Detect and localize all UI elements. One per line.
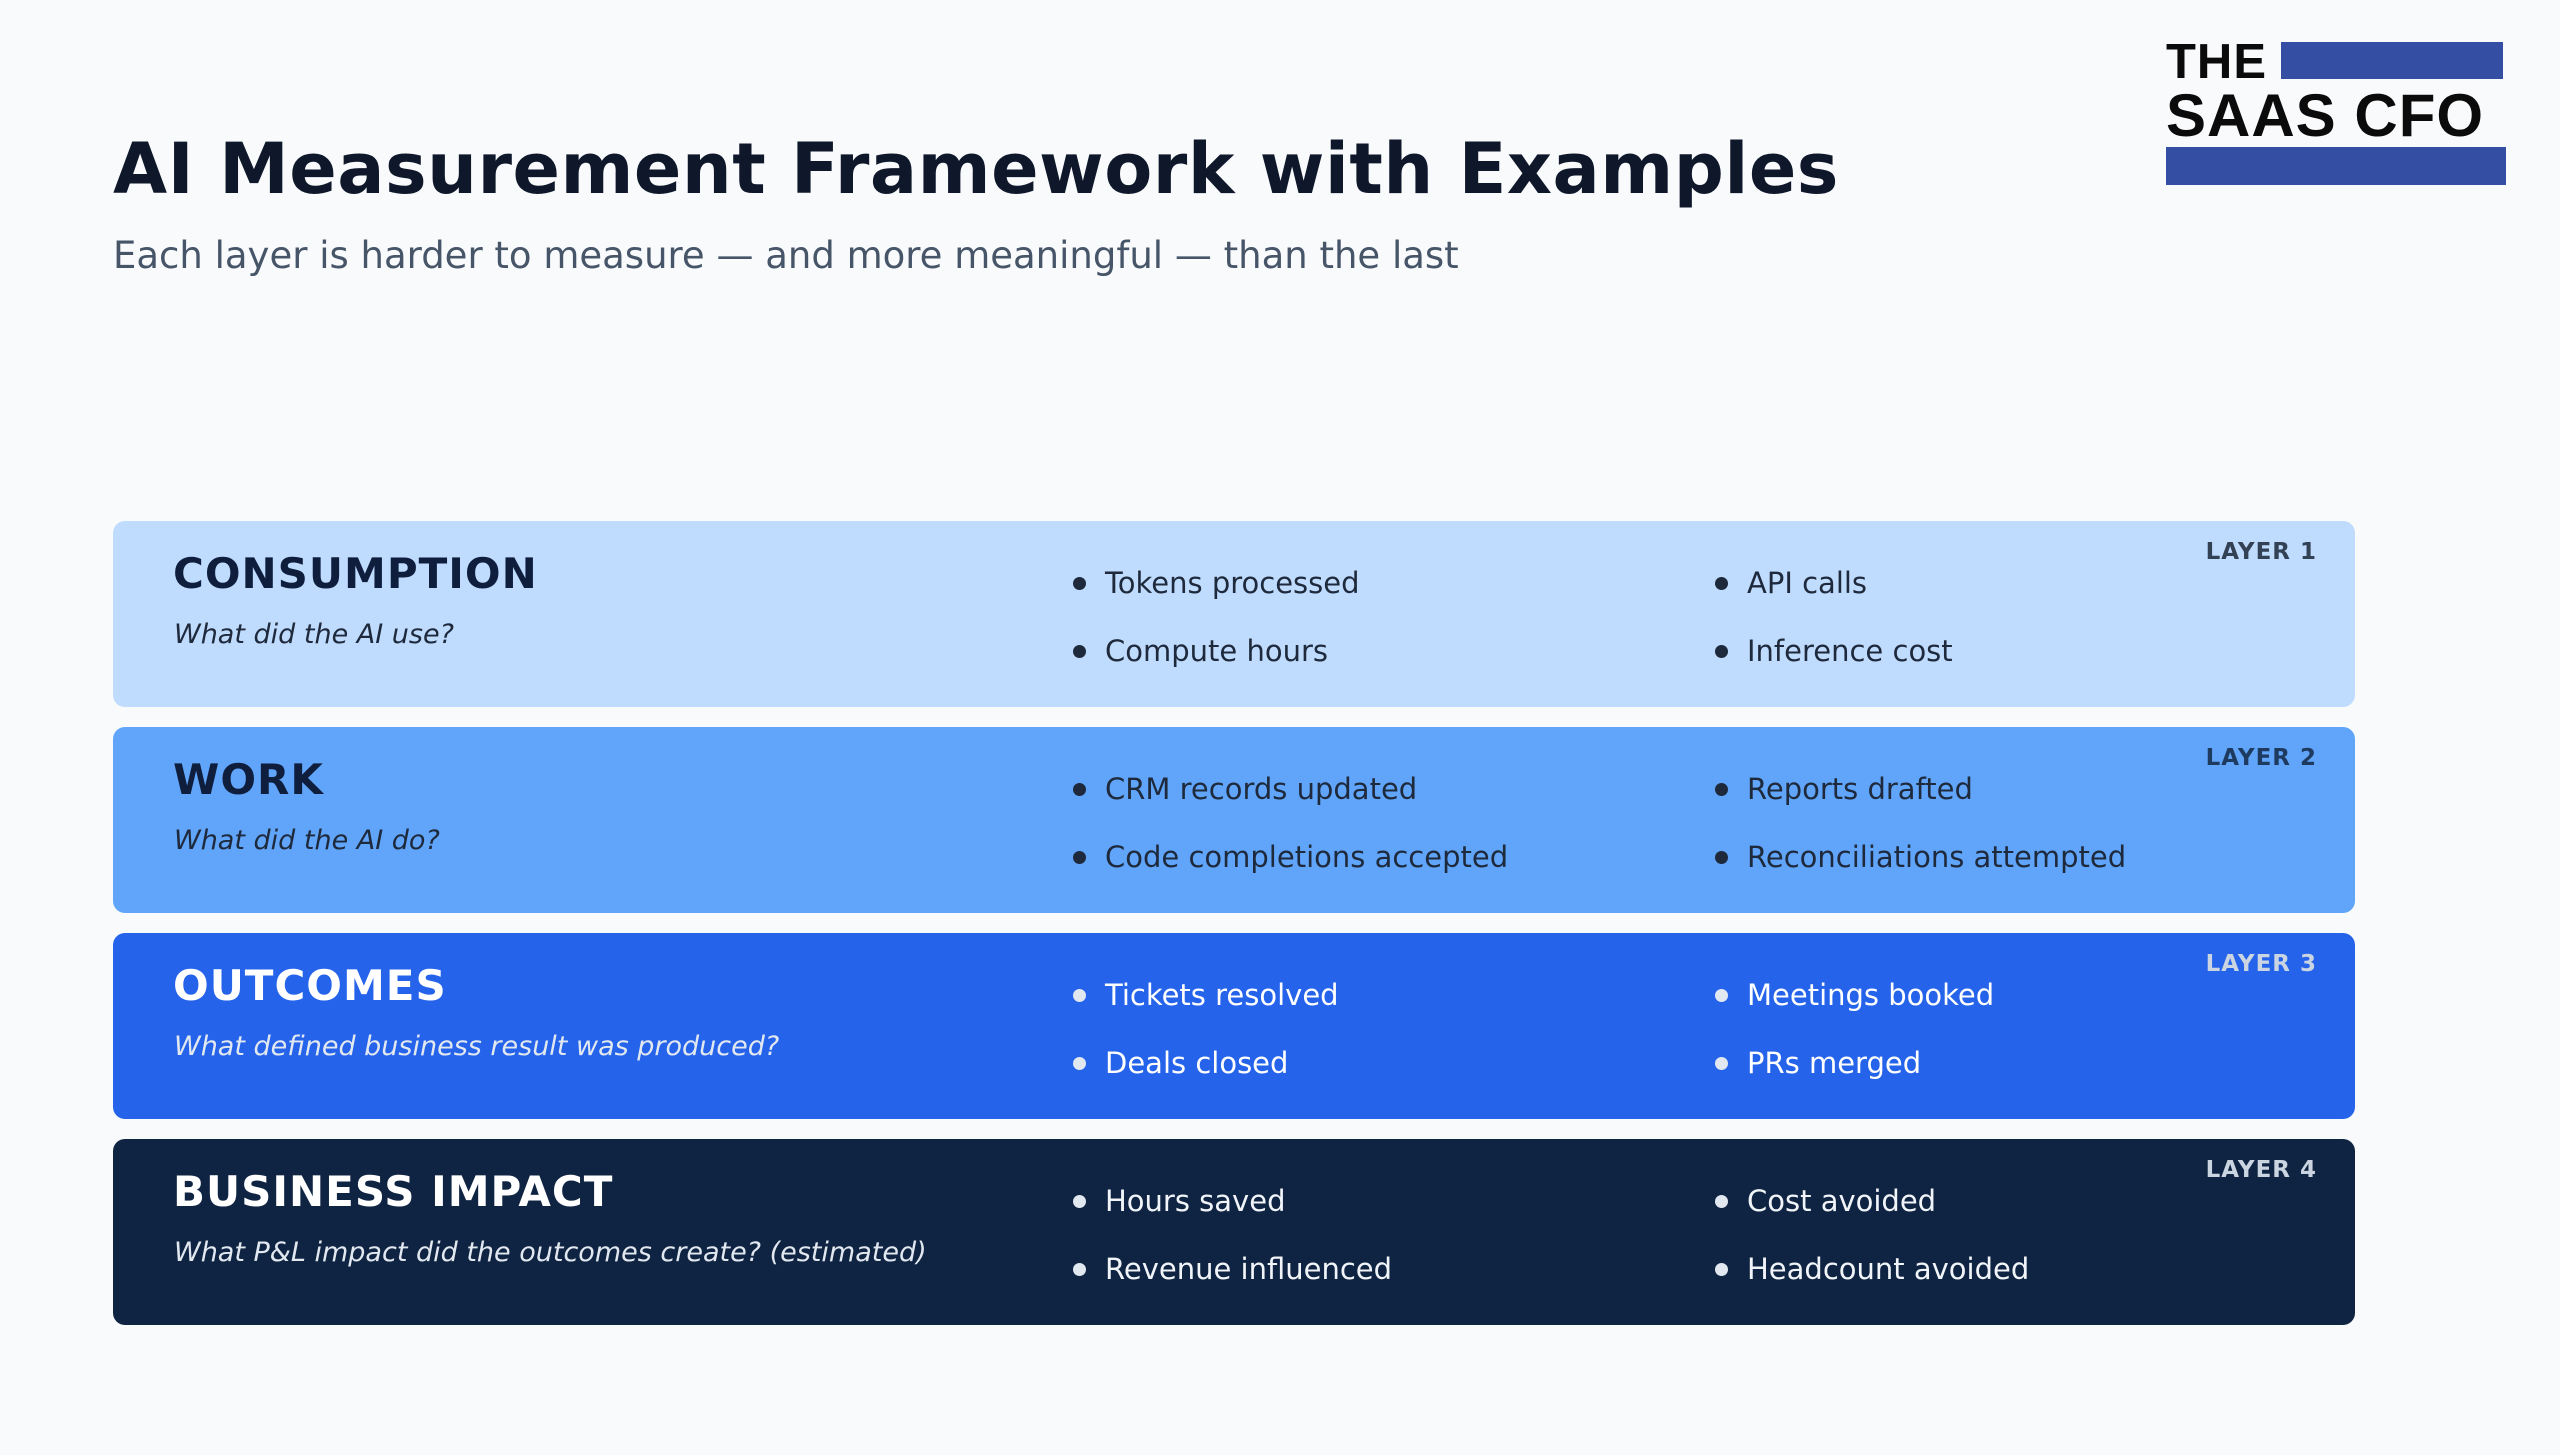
bullet-icon [1715,851,1728,864]
logo-bar-bottom [2166,147,2506,185]
layer-question: What did the AI do? [174,825,440,856]
list-item: Reports drafted [1715,765,2126,833]
list-item-text: Compute hours [1105,634,1328,668]
list-item: Cost avoided [1715,1177,2029,1245]
list-item-text: API calls [1747,566,1868,600]
list-item-text: Reports drafted [1747,772,1973,806]
list-item: Tickets resolved [1073,971,1339,1039]
bullet-icon [1715,645,1728,658]
example-list-left: CRM records updated Code completions acc… [1073,765,1508,901]
logo-bar-top [2281,42,2503,79]
list-item-text: Tokens processed [1105,566,1360,600]
bullet-icon [1073,783,1086,796]
layer-tag: LAYER 4 [2205,1157,2317,1183]
bullet-icon [1715,577,1728,590]
layer-consumption: CONSUMPTION What did the AI use? LAYER 1… [113,521,2355,707]
list-item-text: Revenue influenced [1105,1252,1393,1286]
bullet-icon [1073,577,1086,590]
layer-work: WORK What did the AI do? LAYER 2 CRM rec… [113,727,2355,913]
bullet-icon [1715,783,1728,796]
list-item-text: Reconciliations attempted [1747,840,2127,874]
bullet-icon [1073,989,1086,1002]
layer-name: BUSINESS IMPACT [173,1167,614,1216]
bullet-icon [1715,1195,1728,1208]
example-list-left: Tokens processed Compute hours [1073,559,1360,695]
example-list-left: Hours saved Revenue influenced [1073,1177,1392,1313]
list-item: Reconciliations attempted [1715,833,2126,901]
list-item: Hours saved [1073,1177,1392,1245]
bullet-icon [1715,1263,1728,1276]
layer-tag: LAYER 2 [2205,745,2317,771]
list-item: Compute hours [1073,627,1360,695]
layer-name: WORK [173,755,324,804]
list-item-text: PRs merged [1747,1046,1922,1080]
list-item-text: Tickets resolved [1105,978,1339,1012]
layer-question: What did the AI use? [174,619,454,650]
bullet-icon [1073,1057,1086,1070]
layer-question: What P&L impact did the outcomes create?… [174,1237,927,1268]
layer-name: CONSUMPTION [173,549,538,598]
logo-text-saas-cfo: SAAS CFO [2166,82,2485,149]
list-item-text: CRM records updated [1105,772,1418,806]
list-item-text: Hours saved [1105,1184,1286,1218]
list-item-text: Deals closed [1105,1046,1289,1080]
layer-tag: LAYER 1 [2205,539,2317,565]
bullet-icon [1715,1057,1728,1070]
layer-name: OUTCOMES [173,961,447,1010]
list-item: Headcount avoided [1715,1245,2029,1313]
list-item: PRs merged [1715,1039,1994,1107]
bullet-icon [1073,1195,1086,1208]
list-item: CRM records updated [1073,765,1508,833]
layer-question: What defined business result was produce… [174,1031,780,1062]
page-subtitle: Each layer is harder to measure — and mo… [113,234,1459,277]
layer-tag: LAYER 3 [2205,951,2317,977]
bullet-icon [1073,645,1086,658]
layer-outcomes: OUTCOMES What defined business result wa… [113,933,2355,1119]
bullet-icon [1073,851,1086,864]
list-item-text: Inference cost [1747,634,1953,668]
list-item: API calls [1715,559,1953,627]
list-item-text: Cost avoided [1747,1184,1937,1218]
list-item: Deals closed [1073,1039,1339,1107]
example-list-right: Reports drafted Reconciliations attempte… [1715,765,2126,901]
example-list-right: Cost avoided Headcount avoided [1715,1177,2029,1313]
example-list-left: Tickets resolved Deals closed [1073,971,1339,1107]
list-item: Code completions accepted [1073,833,1508,901]
list-item-text: Headcount avoided [1747,1252,2030,1286]
list-item: Revenue influenced [1073,1245,1392,1313]
layer-business-impact: BUSINESS IMPACT What P&L impact did the … [113,1139,2355,1325]
example-list-right: Meetings booked PRs merged [1715,971,1994,1107]
list-item-text: Meetings booked [1747,978,1995,1012]
list-item: Meetings booked [1715,971,1994,1039]
bullet-icon [1715,989,1728,1002]
logo-text-the: THE [2166,35,2267,89]
saas-cfo-logo: THE SAAS CFO [2166,35,2506,188]
bullet-icon [1073,1263,1086,1276]
example-list-right: API calls Inference cost [1715,559,1953,695]
list-item: Tokens processed [1073,559,1360,627]
list-item-text: Code completions accepted [1105,840,1509,874]
list-item: Inference cost [1715,627,1953,695]
page-title: AI Measurement Framework with Examples [113,128,1839,210]
